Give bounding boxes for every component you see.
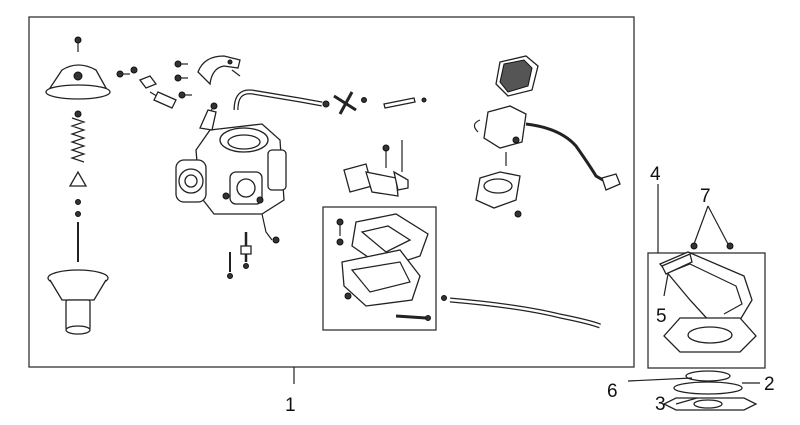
fuel-hose [233,89,427,115]
drain-hose [441,295,601,329]
jet-set [227,232,252,279]
intake-manifold [658,242,758,411]
diaphragm-needle-stack [45,36,111,335]
carburetor-assembly-frame [28,16,635,368]
float-assembly [343,140,409,197]
cable-bracket [197,55,241,86]
callout-6: 6 [607,381,618,402]
callout-4: 4 [650,164,661,185]
intake-manifold-frame [647,252,766,369]
screw-set [116,60,218,119]
auto-choke [473,55,621,218]
float-chamber-frame [322,206,437,331]
leader-lines [293,184,760,405]
callout-1: 1 [285,395,296,416]
carburetor-body [175,109,287,244]
callout-2: 2 [764,374,775,395]
float-chamber [336,213,431,321]
callout-5: 5 [656,306,667,327]
callout-7: 7 [700,186,711,207]
callout-3: 3 [655,394,666,415]
